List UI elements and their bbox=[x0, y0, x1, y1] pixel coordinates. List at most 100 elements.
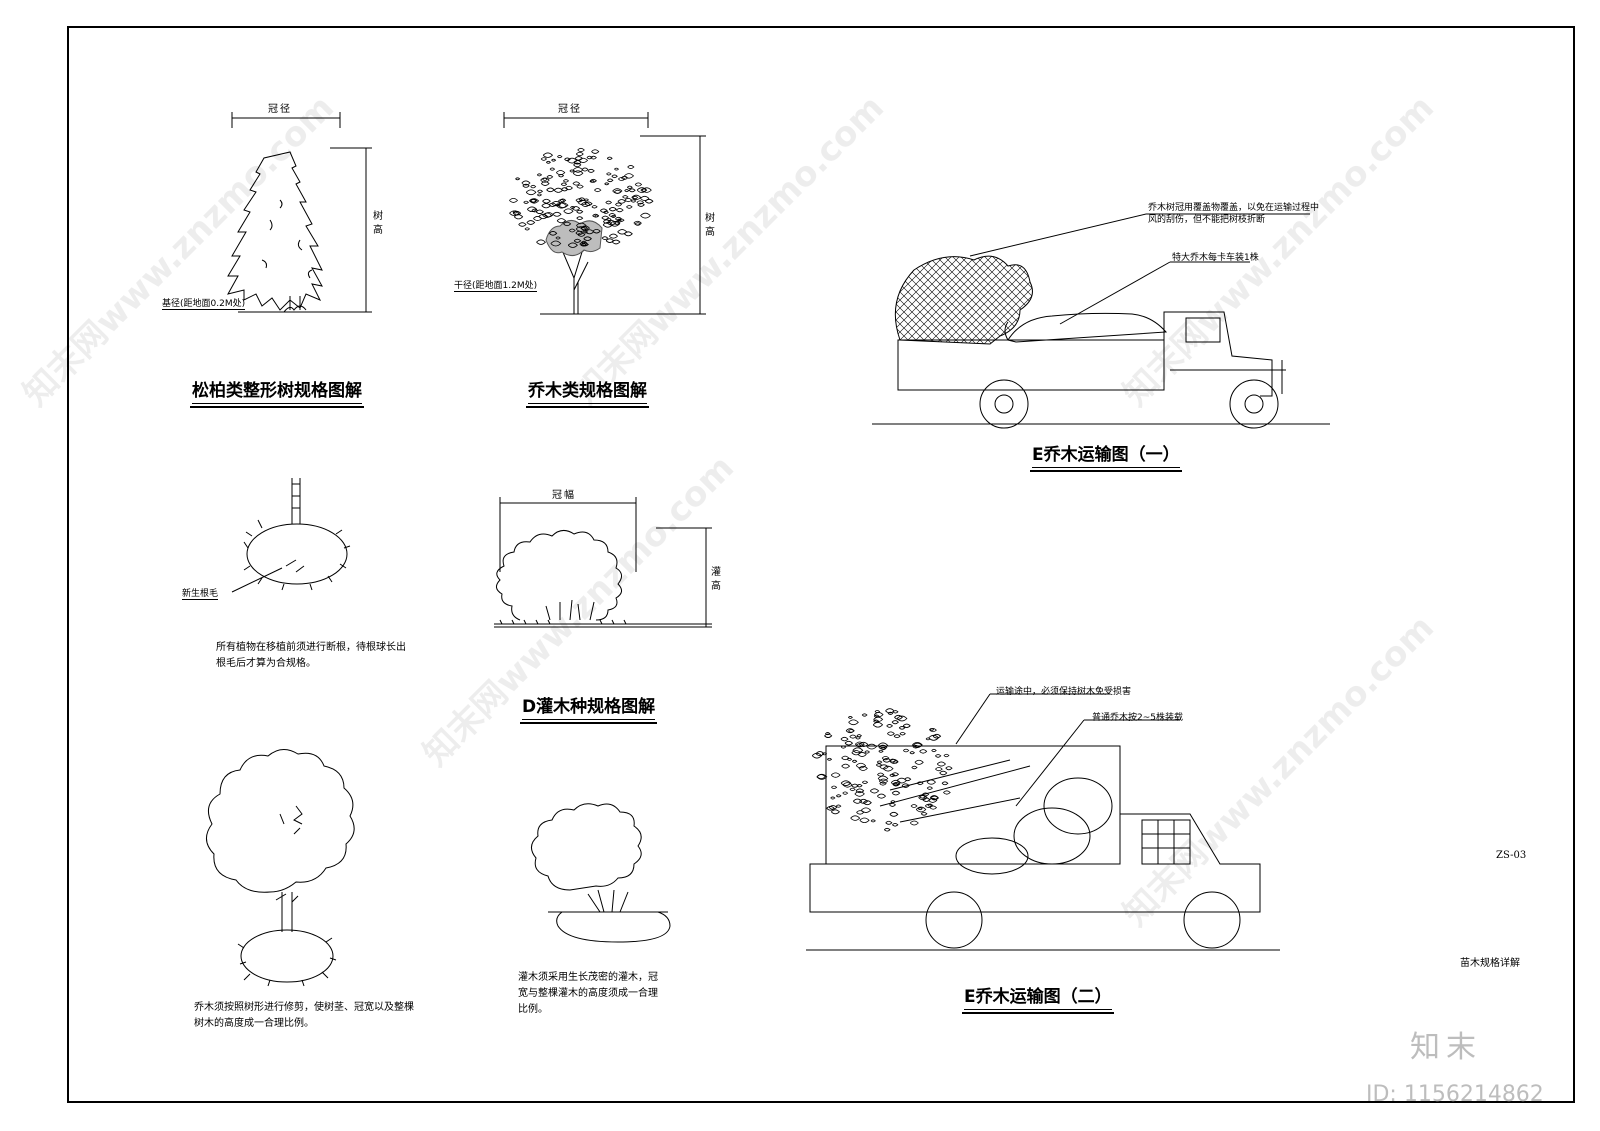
root-ball-drawing bbox=[231, 478, 351, 593]
leaf-mark bbox=[841, 763, 851, 769]
leaf-mark bbox=[884, 827, 891, 832]
leaf-mark bbox=[849, 787, 856, 792]
leaf-mark bbox=[614, 167, 620, 171]
leaf-mark bbox=[918, 795, 928, 801]
leaf-mark bbox=[587, 168, 595, 173]
leaf-mark bbox=[945, 766, 953, 771]
leaf-mark bbox=[640, 212, 651, 219]
leaf-mark bbox=[910, 804, 918, 808]
leaf-mark bbox=[567, 242, 578, 248]
leaf-mark bbox=[611, 239, 621, 245]
leaf-mark bbox=[601, 215, 610, 220]
leaf-mark bbox=[617, 199, 626, 204]
leaf-mark bbox=[549, 167, 556, 171]
leaf-mark bbox=[857, 752, 867, 757]
leaf-mark bbox=[852, 747, 864, 754]
leaf-mark bbox=[530, 184, 537, 189]
leaf-mark bbox=[872, 722, 884, 728]
leaf-mark bbox=[561, 187, 569, 192]
leaf-mark bbox=[916, 781, 924, 786]
leaf-mark bbox=[926, 779, 937, 785]
leaf-mark bbox=[640, 195, 650, 201]
leaf-mark bbox=[575, 226, 587, 232]
leaf-mark bbox=[557, 202, 569, 209]
leaf-mark bbox=[878, 749, 884, 753]
leaf-mark bbox=[514, 214, 524, 220]
leaf-mark bbox=[533, 216, 543, 221]
leaf-mark bbox=[930, 795, 939, 800]
leaf-mark bbox=[863, 800, 872, 806]
leaf-mark bbox=[546, 160, 551, 164]
transport-1-title: E乔木运输图（一） bbox=[1030, 440, 1182, 472]
leaf-mark bbox=[537, 189, 543, 193]
leaf-mark bbox=[570, 206, 576, 209]
leaf-mark bbox=[607, 178, 614, 183]
leaf-mark bbox=[919, 749, 928, 754]
sheet-frame bbox=[67, 26, 1575, 1103]
leaf-mark bbox=[890, 779, 902, 786]
leaf-mark bbox=[512, 210, 522, 216]
leaf-mark bbox=[569, 169, 575, 173]
transport-2-callout-1: 运输途中，必须保持树木免受损害 bbox=[996, 687, 1132, 697]
conifer-height-dim bbox=[368, 212, 369, 213]
leaf-mark bbox=[894, 714, 903, 720]
leaf-mark bbox=[578, 157, 589, 163]
leaf-mark bbox=[546, 187, 555, 193]
leaf-mark bbox=[821, 752, 828, 756]
leaf-mark bbox=[902, 748, 910, 753]
leaf-mark bbox=[606, 172, 612, 176]
leaf-mark bbox=[527, 206, 538, 213]
leaf-mark bbox=[935, 767, 943, 772]
leaf-mark bbox=[542, 212, 553, 218]
leaf-mark bbox=[943, 753, 950, 758]
leaf-mark bbox=[891, 790, 901, 796]
leaf-mark bbox=[899, 731, 906, 736]
leaf-mark bbox=[885, 820, 893, 825]
leaf-mark bbox=[551, 158, 557, 162]
leaf-mark bbox=[856, 734, 862, 738]
brand-logo: 知末 bbox=[1410, 1030, 1482, 1065]
leaf-mark bbox=[887, 731, 895, 736]
leaf-mark bbox=[891, 720, 899, 725]
leaf-mark bbox=[815, 751, 825, 757]
leaf-mark bbox=[558, 199, 565, 203]
leaf-mark bbox=[618, 176, 626, 182]
leaf-mark bbox=[568, 228, 576, 233]
leaf-mark bbox=[929, 805, 938, 810]
leaf-mark bbox=[849, 734, 857, 739]
leaf-mark bbox=[616, 218, 622, 222]
leaf-mark bbox=[601, 236, 609, 240]
root-hair-label: 新生根毛 bbox=[182, 586, 219, 600]
leaf-mark bbox=[922, 797, 931, 802]
shrub-width-label: 冠幅 bbox=[552, 490, 576, 501]
leaf-mark bbox=[936, 761, 947, 767]
leaf-mark bbox=[854, 791, 865, 797]
leaf-mark bbox=[911, 765, 918, 770]
arbor-crown-label: 冠径 bbox=[558, 104, 582, 115]
leaf-mark bbox=[630, 199, 637, 203]
leaf-mark bbox=[581, 201, 591, 207]
leaf-mark bbox=[615, 202, 623, 207]
leaf-mark bbox=[851, 783, 859, 788]
leaf-mark bbox=[852, 759, 858, 763]
leaf-mark bbox=[575, 151, 584, 157]
leaf-mark bbox=[831, 785, 838, 789]
leaf-mark bbox=[637, 202, 645, 207]
leaf-mark bbox=[859, 741, 869, 747]
leaf-mark bbox=[890, 800, 896, 804]
leaf-mark bbox=[560, 182, 568, 187]
leaf-mark bbox=[577, 232, 586, 237]
leaf-mark bbox=[841, 755, 850, 761]
leaf-mark bbox=[915, 806, 927, 813]
leaf-mark bbox=[575, 230, 584, 236]
leaf-mark bbox=[943, 790, 951, 795]
image-id: ID: 1156214862 bbox=[1366, 1082, 1544, 1107]
leaf-mark bbox=[585, 229, 595, 235]
leaf-mark bbox=[856, 784, 863, 788]
leaf-mark bbox=[909, 820, 919, 826]
leaf-mark bbox=[914, 759, 924, 765]
transport-truck-1 bbox=[872, 213, 1330, 429]
leaf-mark bbox=[811, 752, 823, 759]
leaf-mark bbox=[538, 213, 549, 220]
leaf-mark bbox=[874, 709, 881, 714]
